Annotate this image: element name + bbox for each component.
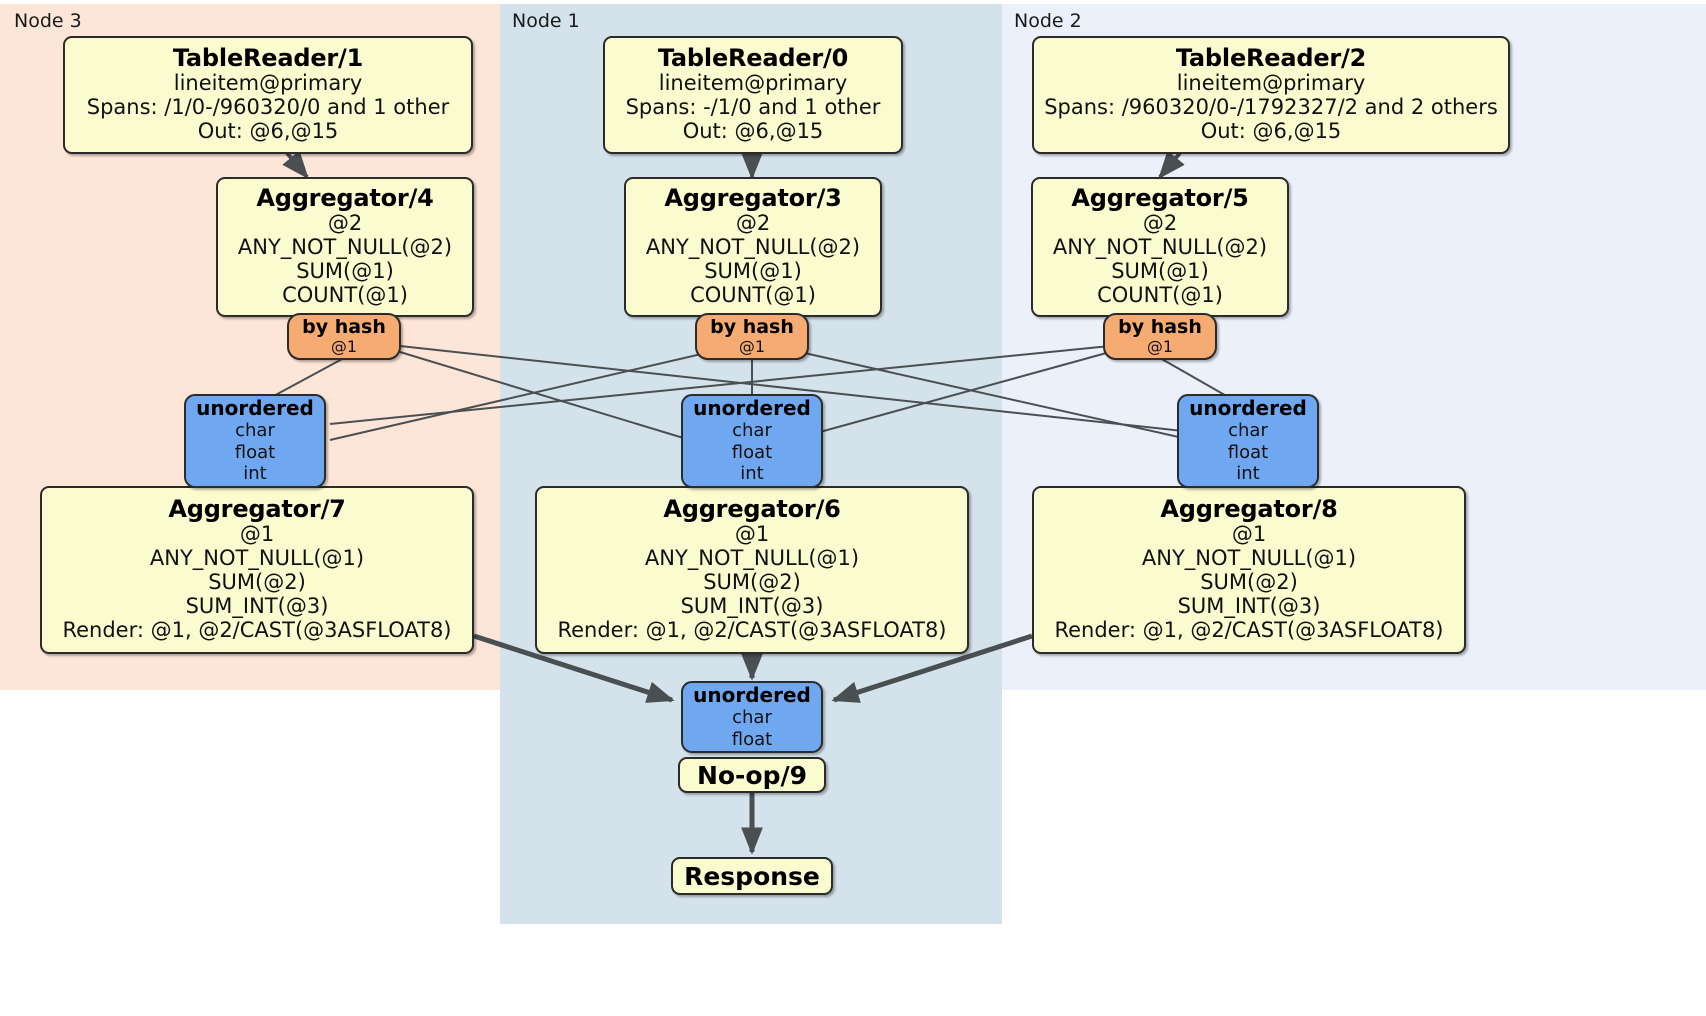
- output-router-by-hash-left[interactable]: by hash @1: [287, 313, 401, 360]
- processor-title: No-op/9: [696, 760, 808, 790]
- processor-detail: SUM(@1): [704, 258, 802, 283]
- output-router-by-hash-right[interactable]: by hash @1: [1103, 313, 1217, 360]
- input-sync-title: unordered: [196, 396, 314, 421]
- output-router-title: by hash: [710, 315, 794, 338]
- processor-detail: ANY_NOT_NULL(@1): [149, 545, 365, 570]
- processor-title: Aggregator/6: [663, 495, 841, 524]
- input-sync-detail: float: [731, 728, 773, 750]
- processor-detail: COUNT(@1): [1097, 282, 1223, 307]
- processor-detail: SUM(@2): [1200, 569, 1298, 594]
- input-sync-unordered-right[interactable]: unordered char float int: [1177, 394, 1319, 488]
- processor-detail: @1: [1231, 521, 1267, 546]
- processor-response[interactable]: Response: [671, 857, 833, 895]
- input-sync-detail: float: [234, 441, 276, 463]
- processor-detail: Render: @1, @2/CAST(@3ASFLOAT8): [62, 617, 452, 642]
- processor-detail: @2: [735, 210, 771, 235]
- processor-detail: @2: [1142, 210, 1178, 235]
- input-sync-detail: float: [1227, 441, 1269, 463]
- processor-detail: ANY_NOT_NULL(@2): [645, 234, 861, 259]
- input-sync-detail: int: [1236, 463, 1260, 485]
- processor-aggregator-5[interactable]: Aggregator/5 @2 ANY_NOT_NULL(@2) SUM(@1)…: [1031, 177, 1289, 317]
- processor-detail: ANY_NOT_NULL(@1): [1141, 545, 1357, 570]
- processor-detail: SUM_INT(@3): [680, 593, 824, 618]
- processor-aggregator-8[interactable]: Aggregator/8 @1 ANY_NOT_NULL(@1) SUM(@2)…: [1032, 486, 1466, 654]
- output-router-detail: @1: [738, 336, 766, 356]
- processor-aggregator-3[interactable]: Aggregator/3 @2 ANY_NOT_NULL(@2) SUM(@1)…: [624, 177, 882, 317]
- input-sync-detail: float: [731, 441, 773, 463]
- processor-detail: @1: [734, 521, 770, 546]
- input-sync-unordered-left[interactable]: unordered char float int: [184, 394, 326, 488]
- input-sync-title: unordered: [693, 396, 811, 421]
- processor-detail: lineitem@primary: [173, 70, 363, 95]
- processor-tablereader-0[interactable]: TableReader/0 lineitem@primary Spans: -/…: [603, 36, 903, 154]
- input-sync-detail: char: [732, 420, 772, 442]
- processor-detail: SUM(@1): [296, 258, 394, 283]
- processor-detail: SUM(@2): [208, 569, 306, 594]
- region-label-node-1: Node 1: [512, 10, 580, 32]
- processor-detail: SUM(@1): [1111, 258, 1209, 283]
- input-sync-detail: int: [243, 463, 267, 485]
- processor-title: Aggregator/7: [168, 495, 346, 524]
- processor-detail: Out: @6,@15: [197, 118, 339, 143]
- processor-detail: SUM(@2): [703, 569, 801, 594]
- processor-detail: Render: @1, @2/CAST(@3ASFLOAT8): [557, 617, 947, 642]
- processor-detail: @2: [327, 210, 363, 235]
- output-router-detail: @1: [1146, 336, 1174, 356]
- processor-detail: COUNT(@1): [690, 282, 816, 307]
- processor-title: Aggregator/3: [664, 184, 842, 213]
- input-sync-detail: int: [740, 463, 764, 485]
- processor-tablereader-2[interactable]: TableReader/2 lineitem@primary Spans: /9…: [1032, 36, 1510, 154]
- processor-detail: Spans: -/1/0 and 1 other: [625, 94, 881, 119]
- region-label-node-2: Node 2: [1014, 10, 1082, 32]
- region-label-node-3: Node 3: [14, 10, 82, 32]
- processor-detail: SUM_INT(@3): [185, 593, 329, 618]
- output-router-detail: @1: [330, 336, 358, 356]
- processor-title: Response: [684, 861, 820, 891]
- input-sync-detail: char: [1228, 420, 1268, 442]
- processor-detail: Spans: /960320/0-/1792327/2 and 2 others: [1044, 94, 1498, 119]
- processor-title: Aggregator/8: [1160, 495, 1338, 524]
- processor-detail: ANY_NOT_NULL(@2): [237, 234, 453, 259]
- input-sync-title: unordered: [1189, 396, 1307, 421]
- output-router-title: by hash: [1118, 315, 1202, 338]
- processor-aggregator-4[interactable]: Aggregator/4 @2 ANY_NOT_NULL(@2) SUM(@1)…: [216, 177, 474, 317]
- processor-detail: ANY_NOT_NULL(@1): [644, 545, 860, 570]
- processor-detail: Out: @6,@15: [1200, 118, 1342, 143]
- processor-detail: SUM_INT(@3): [1177, 593, 1321, 618]
- processor-title: TableReader/2: [1175, 44, 1367, 73]
- processor-detail: Render: @1, @2/CAST(@3ASFLOAT8): [1054, 617, 1444, 642]
- output-router-by-hash-mid[interactable]: by hash @1: [695, 313, 809, 360]
- processor-title: TableReader/1: [172, 44, 364, 73]
- input-sync-detail: char: [732, 706, 772, 728]
- processor-detail: COUNT(@1): [282, 282, 408, 307]
- input-sync-unordered-mid[interactable]: unordered char float int: [681, 394, 823, 488]
- input-sync-detail: char: [235, 420, 275, 442]
- processor-title: Aggregator/5: [1071, 184, 1249, 213]
- input-sync-title: unordered: [693, 682, 811, 707]
- processor-no-op-9[interactable]: No-op/9: [678, 757, 826, 793]
- processor-detail: lineitem@primary: [658, 70, 848, 95]
- input-sync-unordered-final[interactable]: unordered char float: [681, 681, 823, 753]
- processor-aggregator-7[interactable]: Aggregator/7 @1 ANY_NOT_NULL(@1) SUM(@2)…: [40, 486, 474, 654]
- processor-tablereader-1[interactable]: TableReader/1 lineitem@primary Spans: /1…: [63, 36, 473, 154]
- processor-detail: lineitem@primary: [1176, 70, 1366, 95]
- processor-title: Aggregator/4: [256, 184, 434, 213]
- processor-detail: @1: [239, 521, 275, 546]
- processor-detail: ANY_NOT_NULL(@2): [1052, 234, 1268, 259]
- processor-detail: Out: @6,@15: [682, 118, 824, 143]
- processor-aggregator-6[interactable]: Aggregator/6 @1 ANY_NOT_NULL(@1) SUM(@2)…: [535, 486, 969, 654]
- processor-title: TableReader/0: [657, 44, 849, 73]
- output-router-title: by hash: [302, 315, 386, 338]
- processor-detail: Spans: /1/0-/960320/0 and 1 other: [86, 94, 450, 119]
